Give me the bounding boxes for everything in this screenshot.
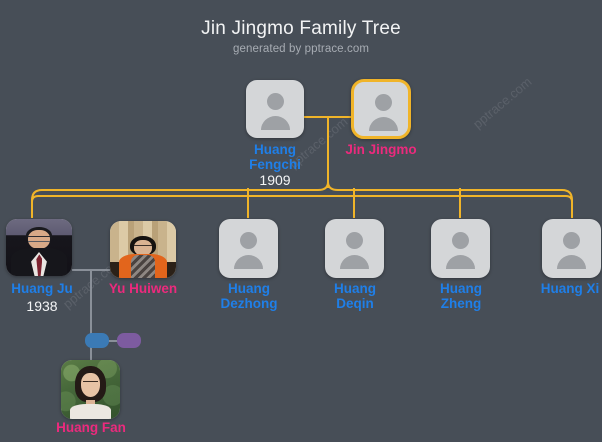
- avatar-huang-fengchi[interactable]: [246, 80, 304, 138]
- portrait-huang-fan: [61, 360, 120, 419]
- avatar-huang-zheng[interactable]: [431, 219, 490, 278]
- avatar-huang-ju[interactable]: [6, 219, 72, 276]
- avatar-jin-jingmo[interactable]: [351, 79, 411, 139]
- person-year-huang-ju: 1938: [26, 298, 58, 314]
- person-placeholder-head: [452, 232, 469, 249]
- avatar-huang-dezhong[interactable]: [219, 219, 278, 278]
- person-year-huang-fengchi: 1909: [259, 172, 291, 188]
- avatar-huang-deqin[interactable]: [325, 219, 384, 278]
- person-label-huang-fengchi: Huang Fengchi: [249, 142, 301, 172]
- person-label-huang-dezhong: Huang Dezhong: [220, 281, 278, 311]
- person-placeholder-head: [240, 232, 257, 249]
- person-label-huang-fan: Huang Fan: [56, 420, 126, 435]
- person-placeholder-head: [267, 93, 284, 110]
- avatar-huang-xi[interactable]: [542, 219, 601, 278]
- page-subtitle: generated by pptrace.com: [232, 43, 369, 55]
- portrait-huang-ju: [6, 219, 72, 276]
- person-placeholder-body: [261, 116, 290, 130]
- person-placeholder-body: [557, 255, 586, 269]
- person-placeholder-head: [375, 94, 392, 111]
- person-placeholder-head: [346, 232, 363, 249]
- person-label-jin-jingmo: Jin Jingmo: [345, 142, 417, 157]
- person-label-huang-deqin: Huang Deqin: [334, 281, 376, 311]
- avatar-yu-huiwen[interactable]: [110, 221, 176, 278]
- person-label-yu-huiwen: Yu Huiwen: [108, 281, 178, 296]
- person-label-huang-zheng: Huang Zheng: [440, 281, 482, 311]
- toggle-expand-purple[interactable]: [117, 333, 141, 348]
- toggle-expand-blue[interactable]: [85, 333, 109, 348]
- portrait-yu-huiwen: [110, 221, 176, 278]
- person-label-huang-ju: Huang Ju: [11, 281, 73, 296]
- person-placeholder-body: [446, 255, 475, 269]
- person-label-huang-xi: Huang Xi: [540, 281, 600, 296]
- person-placeholder-body: [369, 117, 398, 131]
- person-placeholder-body: [340, 255, 369, 269]
- avatar-huang-fan[interactable]: [61, 360, 120, 419]
- person-placeholder-body: [234, 255, 263, 269]
- person-placeholder-head: [563, 232, 580, 249]
- page-title: Jin Jingmo Family Tree: [201, 18, 401, 39]
